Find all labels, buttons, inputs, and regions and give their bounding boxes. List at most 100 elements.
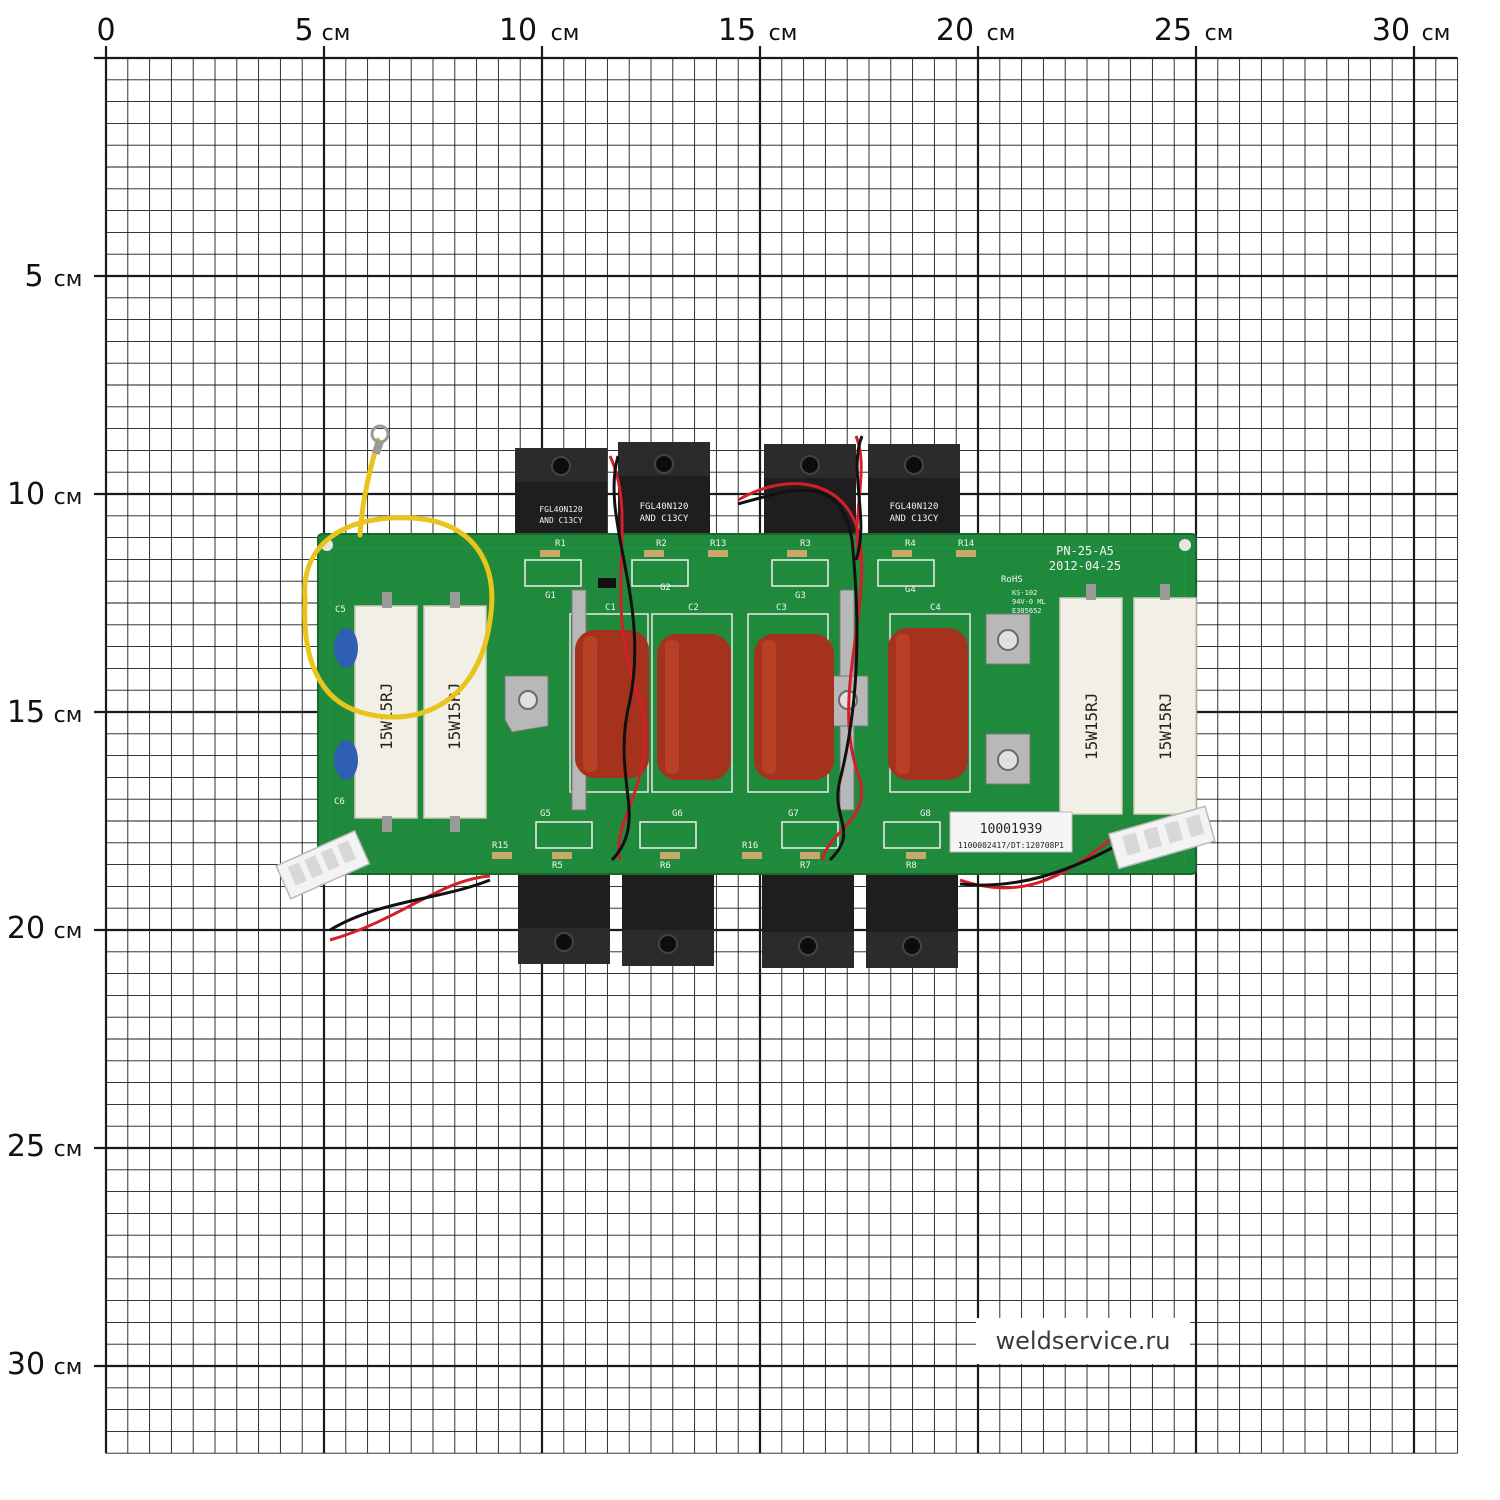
resistor-right-2-marking: 15W15RJ: [1156, 693, 1175, 760]
transistor-4-line-1: FGL40N120: [890, 502, 939, 512]
left-label-20-unit: см: [54, 919, 83, 944]
resistor-right-1-marking: 15W15RJ: [1082, 693, 1101, 760]
left-white-connector: [275, 829, 371, 900]
top-reference-labels: R1 G1 R2 G2 R13 R3 G3 R4 G4 R14: [545, 539, 974, 601]
cert-line-2: 94V-0 ML: [1012, 598, 1046, 606]
left-label-25: 25: [7, 1129, 45, 1164]
ring-terminal: [370, 424, 390, 455]
igbt-transistor-4: FGL40N120 AND C13CY: [868, 444, 960, 542]
ceramic-capacitors: C5 C6: [334, 605, 358, 807]
cert-line-1: KS-102: [1012, 589, 1037, 597]
igbt-transistor-2: FGL40N120 AND C13CY: [618, 442, 710, 542]
terminal-screws: [518, 629, 1019, 771]
ref-g8: G8: [920, 809, 931, 819]
ref-r6: R6: [660, 861, 671, 871]
ref-c5: C5: [335, 605, 346, 615]
top-label-15: 15: [718, 13, 756, 48]
ref-g1: G1: [545, 591, 556, 601]
ref-g3: G3: [795, 591, 806, 601]
left-label-25-unit: см: [54, 1137, 83, 1162]
left-label-15: 15: [7, 695, 45, 730]
ref-c4: C4: [930, 603, 941, 613]
rohs-label: RoHS: [1001, 575, 1023, 585]
power-resistors-left: 15W15RJ 15W15RJ: [354, 592, 487, 832]
ref-r1: R1: [555, 539, 566, 549]
barcode-sub: 1100002417/DT:120708P1: [958, 841, 1064, 850]
pcb-assembly: FGL40N120 AND C13CY FGL40N120 AND C13CY …: [275, 424, 1216, 968]
board-model-label: PN-25-A5: [1056, 544, 1114, 558]
ref-r13: R13: [710, 539, 726, 549]
igbt-transistor-8: [866, 868, 958, 968]
top-label-25-unit: см: [1205, 21, 1234, 46]
top-label-25: 25: [1154, 13, 1192, 48]
capacitor-labels: C1 C2 C3 C4: [605, 603, 941, 613]
top-transistors: FGL40N120 AND C13CY FGL40N120 AND C13CY …: [515, 442, 960, 544]
igbt-transistor-1: FGL40N120 AND C13CY: [515, 448, 607, 544]
ref-r15: R15: [492, 841, 508, 851]
transistor-4-line-2: AND C13CY: [890, 514, 939, 524]
transistor-1-line-2: AND C13CY: [539, 516, 583, 525]
top-gate-connectors: [524, 559, 935, 588]
top-label-15-unit: см: [769, 21, 798, 46]
left-label-30-unit: см: [54, 1355, 83, 1380]
power-resistors-right: 15W15RJ 15W15RJ: [1059, 584, 1197, 815]
left-label-20: 20: [7, 911, 45, 946]
ref-r2: R2: [656, 539, 667, 549]
ref-g6: G6: [672, 809, 683, 819]
ref-c2: C2: [688, 603, 699, 613]
cert-line-3: E305652: [1012, 607, 1042, 615]
ref-r8: R8: [906, 861, 917, 871]
ref-r5: R5: [552, 861, 563, 871]
watermark-background: [976, 1318, 1190, 1364]
top-label-0: 0: [96, 13, 115, 48]
ref-r14: R14: [958, 539, 974, 549]
bottom-smd-parts: [492, 852, 926, 859]
igbt-transistor-7: [762, 868, 854, 968]
film-capacitor-c3: [754, 634, 834, 780]
ref-r7: R7: [800, 861, 811, 871]
transistor-1-line-1: FGL40N120: [539, 505, 583, 514]
board-date-label: 2012-04-25: [1049, 559, 1121, 573]
top-label-30-unit: см: [1422, 21, 1451, 46]
left-label-10: 10: [7, 477, 45, 512]
bottom-gate-connectors: [535, 821, 941, 849]
transistor-2-line-1: FGL40N120: [640, 502, 689, 512]
ref-r3: R3: [800, 539, 811, 549]
ref-c6: C6: [334, 797, 345, 807]
left-label-10-unit: см: [54, 485, 83, 510]
left-label-30: 30: [7, 1347, 45, 1382]
top-ruler-labels: 0 5 см 10 см 15 см 20 см 25 см 30 см: [96, 13, 1450, 48]
transistor-2-line-2: AND C13CY: [640, 514, 689, 524]
bottom-reference-labels: G5 G6 G7 G8 R15 R5 R6 R16 R7 R8: [492, 809, 931, 871]
top-label-30: 30: [1372, 13, 1410, 48]
left-ruler-labels: 5 см 10 см 15 см 20 см 25 см 30 см: [7, 259, 82, 1382]
ref-r4: R4: [905, 539, 916, 549]
igbt-transistor-5: [518, 868, 610, 964]
film-capacitor-c2: [657, 634, 731, 780]
top-smd-parts: [540, 550, 976, 557]
ref-c1: C1: [605, 603, 616, 613]
left-label-5: 5: [24, 259, 43, 294]
top-label-20: 20: [936, 13, 974, 48]
igbt-transistor-6: [622, 868, 714, 966]
ref-g2: G2: [660, 583, 671, 593]
ref-g7: G7: [788, 809, 799, 819]
top-label-20-unit: см: [987, 21, 1016, 46]
left-label-5-unit: см: [54, 267, 83, 292]
igbt-transistor-3: [764, 444, 856, 542]
top-label-5: 5: [294, 13, 313, 48]
left-label-15-unit: см: [54, 703, 83, 728]
ref-r16: R16: [742, 841, 758, 851]
twisted-wire-pairs: [329, 435, 1113, 942]
right-white-connector: [1107, 805, 1216, 870]
ref-g5: G5: [540, 809, 551, 819]
watermark-text: weldservice.ru: [995, 1327, 1171, 1355]
bottom-transistors: [518, 868, 958, 968]
ref-g4: G4: [905, 585, 916, 595]
barcode-sticker: 10001939 1100002417/DT:120708P1: [949, 811, 1073, 853]
top-label-10-unit: см: [551, 21, 580, 46]
top-label-10: 10: [499, 13, 537, 48]
film-capacitor-c4: [888, 628, 968, 780]
top-label-5-unit: см: [322, 21, 351, 46]
